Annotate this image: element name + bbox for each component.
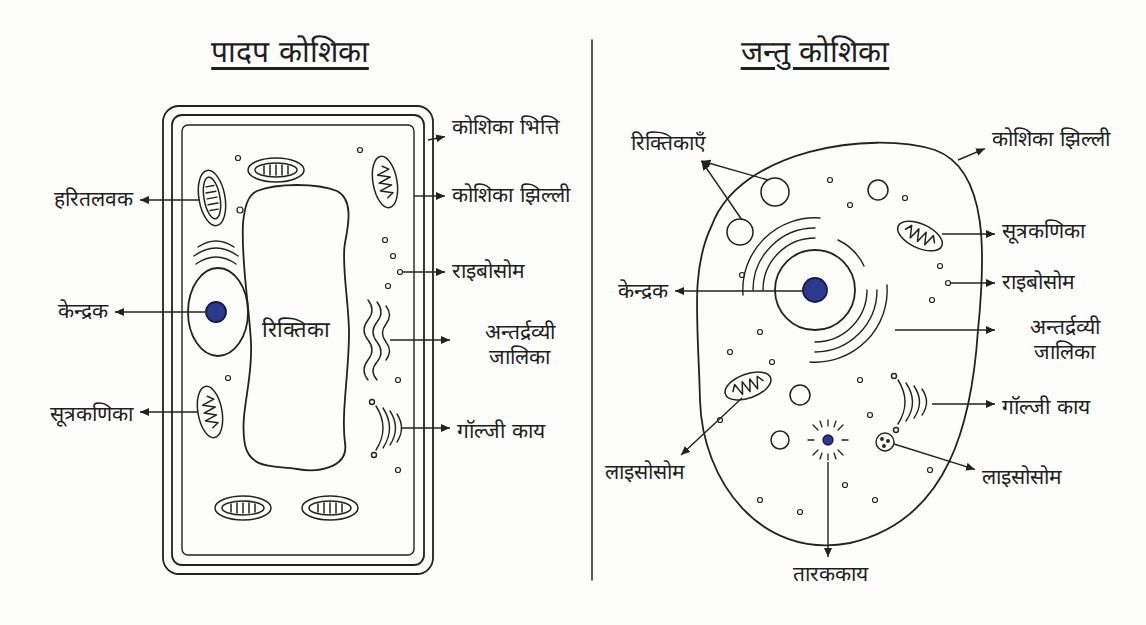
leader-line <box>702 161 743 220</box>
part-label: राइबोसोम <box>1000 270 1077 295</box>
part-label: गॉल्जी काय <box>455 419 547 444</box>
leader-line <box>390 339 450 340</box>
part-label: लाइसोसोम <box>980 465 1064 490</box>
chloroplast <box>194 158 358 520</box>
animal-golgi <box>892 374 927 433</box>
part-label: कोशिका भित्ति <box>450 115 562 140</box>
cell-heading: पादप कोशिका <box>209 34 371 70</box>
divider-line <box>591 40 593 580</box>
plant-golgi <box>370 400 402 458</box>
plant-er-small <box>194 241 238 264</box>
leader-line <box>681 398 742 455</box>
centrosome <box>808 420 848 460</box>
leader-line <box>894 444 975 469</box>
part-label: हरितलवक <box>52 187 135 212</box>
leader-line <box>428 137 445 140</box>
part-label: तारककाय <box>791 562 870 587</box>
part-label: लाइसोसोम <box>603 460 687 485</box>
vacuole-node: रिक्तिका <box>237 183 355 473</box>
leader-line <box>140 411 198 412</box>
vacuole-label: रिक्तिका <box>262 313 330 343</box>
mitochondrion <box>721 215 946 406</box>
animal-vacuoles <box>727 178 888 449</box>
part-label: रिक्तिकाएँ <box>629 131 708 156</box>
leader-line <box>402 427 450 428</box>
leader-line <box>958 149 985 160</box>
part-label: केन्द्रक <box>56 299 110 324</box>
leader-line <box>932 403 995 404</box>
leader-line <box>115 311 205 312</box>
part-label: सूत्रकणिका <box>1000 219 1087 244</box>
part-label: अन्तर्द्रव्यी जालिका <box>455 320 584 370</box>
part-label: अन्तर्द्रव्यी जालिका <box>1000 315 1129 365</box>
leader-line <box>951 282 995 283</box>
part-label: कोशिका झिल्ली <box>450 183 572 208</box>
part-label: केन्द्रक <box>616 279 670 304</box>
ribosome-dots <box>718 178 951 515</box>
leader-line <box>414 195 445 196</box>
animal-er <box>743 218 887 362</box>
part-label: सूत्रकणिका <box>48 402 135 427</box>
leader-line <box>140 199 200 200</box>
plant-er <box>364 300 390 380</box>
leader-line <box>702 161 769 180</box>
part-label: राइबोसोम <box>450 259 527 284</box>
cell-heading: जन्तु कोशिका <box>739 34 892 70</box>
part-label: गॉल्जी काय <box>1000 395 1092 420</box>
leader-line <box>827 462 828 557</box>
lysosome <box>876 433 894 451</box>
leader-line <box>675 290 803 291</box>
leader-line <box>895 329 995 330</box>
leader-line <box>942 233 995 234</box>
animal-cell-outline <box>697 143 982 546</box>
ribosome-dots <box>226 148 403 473</box>
part-label: कोशिका झिल्ली <box>990 127 1112 152</box>
mitochondrion <box>194 154 402 439</box>
leader-line <box>403 271 445 272</box>
animal-nucleus <box>775 250 855 330</box>
